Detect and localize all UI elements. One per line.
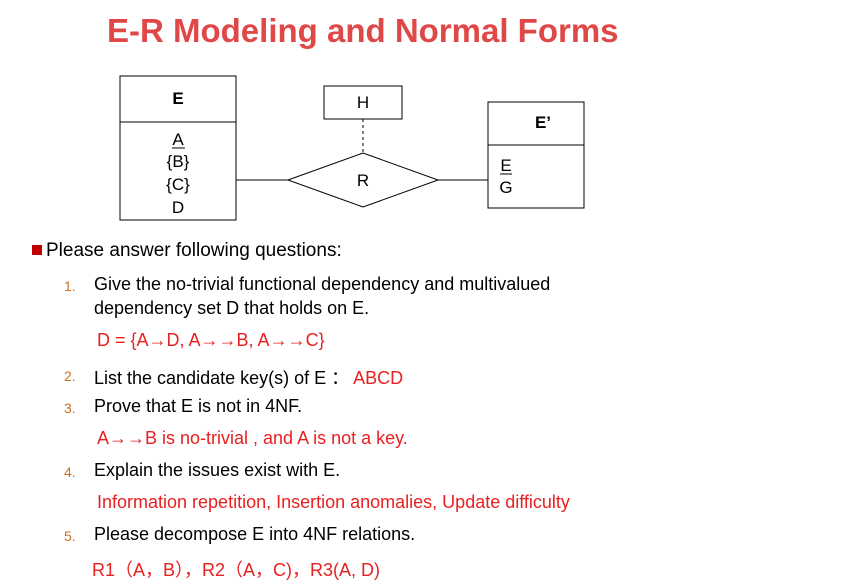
questions-prompt: Please answer following questions: xyxy=(32,240,342,262)
question-5-text: Please decompose E into 4NF relations. xyxy=(94,524,416,544)
entity-e2-name: E’ xyxy=(535,113,551,132)
entity-e2-box xyxy=(487,101,585,209)
question-1-answer: D = {A→D, A→→B, A→→C} xyxy=(97,330,325,350)
entity-e-attr-a: A xyxy=(172,130,184,149)
entity-e-attr-d: D xyxy=(172,198,184,217)
entity-e-attr-b: {B} xyxy=(167,152,190,171)
question-5-number: 5. xyxy=(64,528,76,544)
entity-e2-attr-e: E xyxy=(500,156,511,175)
question-5-answer: R1（A，B），R2（A，C)，R3(A, D) xyxy=(92,560,381,580)
entity-e-attr-c: {C} xyxy=(166,175,190,194)
question-3-number: 3. xyxy=(64,400,76,416)
question-2-line: List the candidate key(s) of E ： ABCD xyxy=(94,364,403,390)
question-2-text: List the candidate key(s) of E ： xyxy=(94,368,350,388)
question-4-number: 4. xyxy=(64,464,76,480)
question-2-answer: ABCD xyxy=(353,368,404,388)
question-3-text: Prove that E is not in 4NF. xyxy=(94,396,303,416)
entity-e2-attr-g: G xyxy=(499,178,512,197)
question-3-answer: A→→B is no-trivial , and A is not a key. xyxy=(97,428,408,448)
entity-e-name: E xyxy=(172,89,183,108)
question-2-number: 2. xyxy=(64,368,76,384)
question-1-number: 1. xyxy=(64,278,76,294)
relationship-r-name: R xyxy=(357,171,369,190)
entity-h-name: H xyxy=(357,93,369,112)
prompt-text: Please answer following questions: xyxy=(46,240,342,261)
question-4-text: Explain the issues exist with E. xyxy=(94,460,341,480)
entity-e-box xyxy=(119,75,237,221)
square-bullet-icon xyxy=(32,245,42,255)
question-1-text-line1: Give the no-trivial functional dependenc… xyxy=(94,274,551,294)
question-4-answer: Information repetition, Insertion anomal… xyxy=(97,492,570,512)
question-1-text-line2: dependency set D that holds on E. xyxy=(94,298,370,318)
page-title: E-R Modeling and Normal Forms xyxy=(107,12,619,49)
er-diagram: E A {B} {C} D H R E’ E G xyxy=(119,75,585,221)
